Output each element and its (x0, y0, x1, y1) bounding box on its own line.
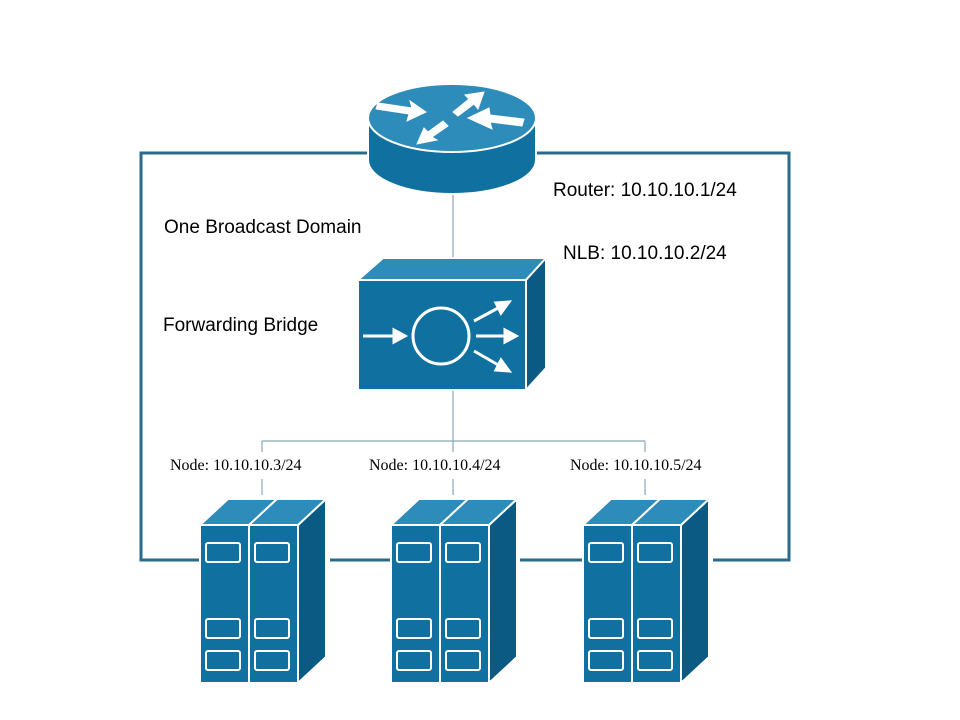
server-icon (580, 496, 712, 686)
router-icon (367, 83, 537, 195)
node-label: Node: 10.10.10.5/24 (570, 457, 702, 474)
node-label: Node: 10.10.10.3/24 (170, 457, 302, 474)
broadcast-domain-label: One Broadcast Domain (164, 217, 362, 238)
nlb-label: NLB: 10.10.10.2/24 (563, 243, 727, 264)
router-label: Router: 10.10.10.1/24 (553, 180, 737, 201)
server-icon (388, 496, 520, 686)
forwarding-bridge-label: Forwarding Bridge (163, 315, 318, 336)
broadcast-domain-loop (139, 151, 791, 562)
node-label: Node: 10.10.10.4/24 (369, 457, 501, 474)
server-icon (197, 496, 329, 686)
forwarding-bridge-icon (355, 255, 549, 393)
